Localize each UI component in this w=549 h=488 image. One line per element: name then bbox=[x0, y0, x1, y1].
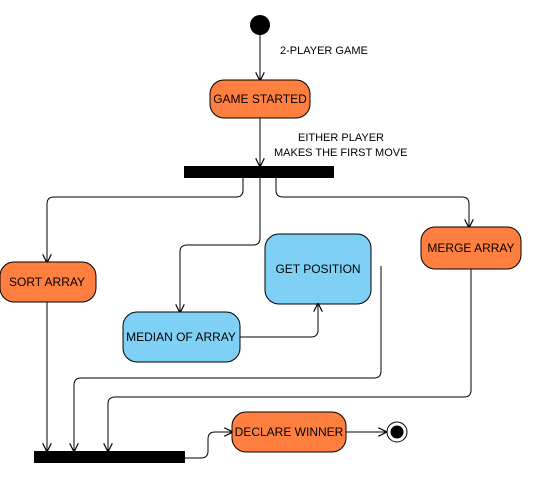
edge-fork-to-median bbox=[180, 178, 261, 312]
edge-label-fork-line1: EITHER PLAYER bbox=[298, 132, 384, 144]
action-get-position: GET POSITION bbox=[264, 233, 372, 305]
join-bar bbox=[34, 451, 185, 463]
edge-median-to-get-position bbox=[240, 304, 318, 338]
action-sort-array-label: SORT ARRAY bbox=[9, 275, 85, 289]
action-game-started: GAME STARTED bbox=[209, 79, 311, 119]
fork-bar bbox=[184, 166, 334, 178]
action-median-of-array: MEDIAN OF ARRAY bbox=[122, 311, 241, 363]
edge-label-fork-line2: MAKES THE FIRST MOVE bbox=[274, 147, 407, 159]
edge-merge-array-to-join bbox=[108, 269, 472, 451]
action-sort-array: SORT ARRAY bbox=[0, 261, 97, 303]
action-declare-winner: DECLARE WINNER bbox=[231, 411, 347, 453]
edge-join-to-declare-winner bbox=[185, 432, 232, 459]
action-get-position-label: GET POSITION bbox=[275, 262, 360, 276]
action-game-started-label: GAME STARTED bbox=[213, 92, 307, 106]
edge-fork-to-sort-array bbox=[47, 178, 244, 262]
edge-get-position-to-join bbox=[74, 266, 382, 451]
final-node bbox=[386, 421, 408, 443]
final-node-core bbox=[390, 425, 404, 439]
action-merge-array: MERGE ARRAY bbox=[420, 226, 522, 270]
action-declare-winner-label: DECLARE WINNER bbox=[235, 425, 344, 439]
action-median-of-array-label: MEDIAN OF ARRAY bbox=[126, 330, 236, 344]
action-merge-array-label: MERGE ARRAY bbox=[427, 241, 514, 255]
action-sort-array-box bbox=[0, 261, 97, 303]
edge-fork-to-merge bbox=[275, 178, 469, 227]
initial-node bbox=[250, 15, 270, 35]
edge-label-start: 2-PLAYER GAME bbox=[280, 45, 368, 57]
